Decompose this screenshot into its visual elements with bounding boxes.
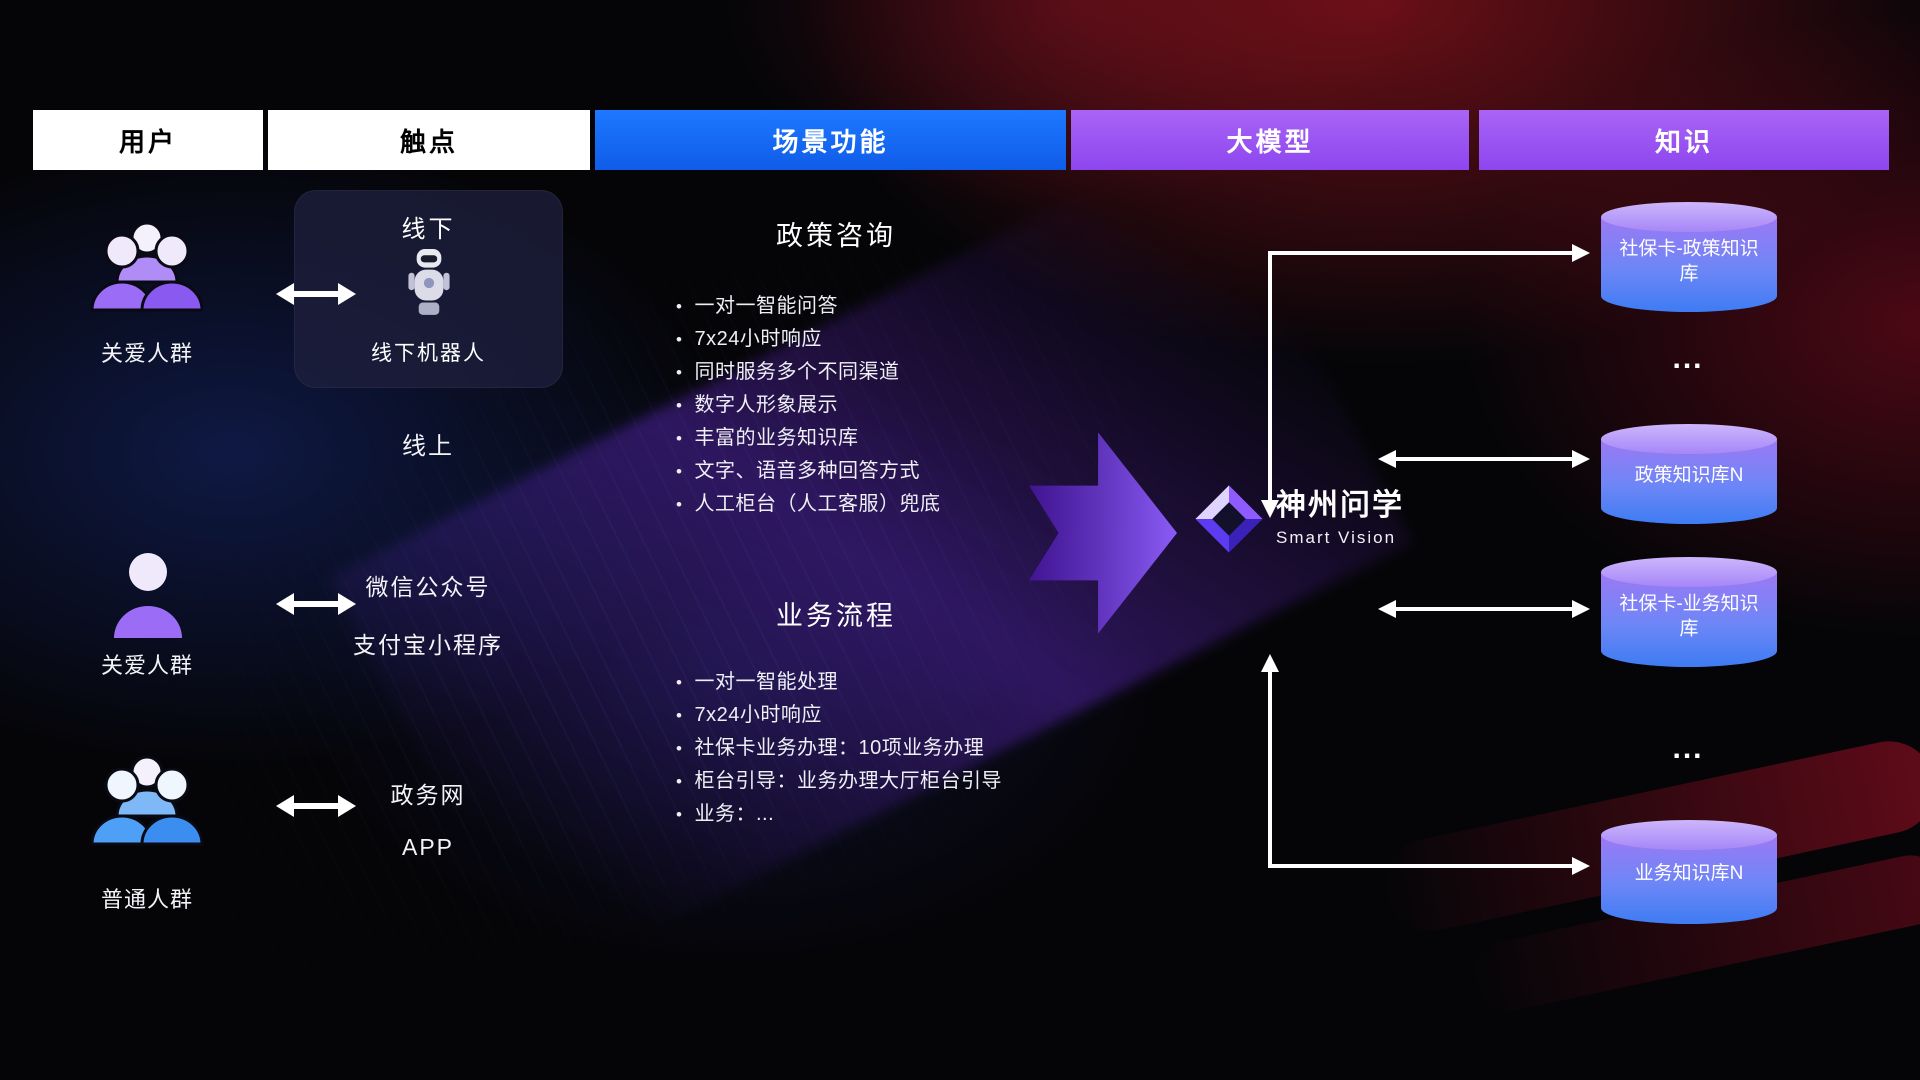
channel-alipay: 支付宝小程序 <box>353 632 503 658</box>
double-arrow-icon <box>1378 450 1590 468</box>
knowledge-db-business-n: 业务知识库N <box>1601 820 1777 924</box>
knowledge-db-label: 政策知识库N <box>1634 465 1744 487</box>
header-label: 触点 <box>399 126 458 157</box>
user-group-label: 关爱人群 <box>100 653 193 678</box>
channel-gov-web: 政务网 <box>390 782 466 808</box>
scenario-business-list: 一对一智能处理 7x24小时响应 社保卡业务办理：10项业务办理 柜台引导：业务… <box>676 666 1002 831</box>
scenario-bullet: 数字人形象展示 <box>676 389 940 422</box>
online-label: 线上 <box>402 433 454 460</box>
cylinder-top <box>1601 424 1777 454</box>
single-person-icon <box>114 553 182 638</box>
scenario-bullet: 一对一智能问答 <box>676 290 940 323</box>
header-label: 用户 <box>118 126 177 157</box>
model-subtitle: Smart Vision <box>1276 527 1397 547</box>
diamond-logo-icon <box>1195 485 1263 553</box>
scenario-policy-title: 政策咨询 <box>776 221 896 251</box>
column-header-touchpoints: 触点 <box>268 110 590 170</box>
scenario-business-title: 业务流程 <box>776 601 896 631</box>
knowledge-db-label: 社保卡-政策知识库 <box>1619 238 1759 284</box>
offline-robot-label: 线下机器人 <box>371 342 486 365</box>
user-group-label: 关爱人群 <box>100 341 193 366</box>
channel-wechat: 微信公众号 <box>365 574 491 600</box>
scenario-bullet: 文字、语音多种回答方式 <box>676 455 940 488</box>
channel-app: APP <box>401 834 455 860</box>
header-label: 知识 <box>1654 126 1713 157</box>
scenario-bullet: 柜台引导：业务办理大厅柜台引导 <box>676 765 1002 798</box>
elbow-arrow-top-icon <box>1261 244 1590 518</box>
knowledge-db-policy-n: 政策知识库N <box>1601 424 1777 524</box>
knowledge-db-label: 业务知识库N <box>1634 863 1744 885</box>
model-name: 神州问学 <box>1276 488 1404 522</box>
group-people-icon <box>90 755 204 846</box>
knowledge-db-label: 社保卡-业务知识库 <box>1619 593 1759 639</box>
offline-robot-card: 线下 线下机器人 <box>294 190 563 388</box>
scenario-bullet: 同时服务多个不同渠道 <box>676 356 940 389</box>
cylinder-body <box>1601 572 1777 667</box>
scenario-bullet: 人工柜台（人工客服）兜底 <box>676 488 940 521</box>
column-header-model: 大模型 <box>1071 110 1469 170</box>
group-people-icon <box>90 221 204 312</box>
flow-arrow-icon <box>1029 432 1177 634</box>
ellipsis-label: ... <box>1672 342 1704 375</box>
cylinder-top <box>1601 820 1777 850</box>
knowledge-db-business-sscard: 社保卡-业务知识库 <box>1601 557 1777 667</box>
ellipsis-label: ... <box>1672 732 1704 765</box>
header-label: 场景功能 <box>772 126 889 157</box>
column-header-users: 用户 <box>33 110 263 170</box>
double-arrow-icon <box>1378 600 1590 618</box>
scenario-bullet: 业务：... <box>676 798 1002 831</box>
offline-label: 线下 <box>401 216 456 243</box>
knowledge-db-policy-sscard: 社保卡-政策知识库 <box>1601 202 1777 312</box>
column-header-scenarios: 场景功能 <box>595 110 1066 170</box>
cylinder-top <box>1601 557 1777 587</box>
user-group-label: 普通人群 <box>100 887 193 912</box>
model-logo: 神州问学 Smart Vision <box>1194 484 1404 554</box>
header-label: 大模型 <box>1226 126 1314 157</box>
scenario-bullet: 社保卡业务办理：10项业务办理 <box>676 732 1002 765</box>
column-header-knowledge: 知识 <box>1479 110 1889 170</box>
scenario-bullet: 7x24小时响应 <box>676 323 940 356</box>
scenario-bullet: 丰富的业务知识库 <box>676 422 940 455</box>
cylinder-body <box>1601 217 1777 312</box>
scenario-bullet: 一对一智能处理 <box>676 666 1002 699</box>
scenario-policy-list: 一对一智能问答 7x24小时响应 同时服务多个不同渠道 数字人形象展示 丰富的业… <box>676 290 940 521</box>
elbow-arrow-bottom-icon <box>1261 654 1590 875</box>
robot-icon <box>407 249 450 315</box>
cylinder-top <box>1601 202 1777 232</box>
scenario-bullet: 7x24小时响应 <box>676 699 1002 732</box>
